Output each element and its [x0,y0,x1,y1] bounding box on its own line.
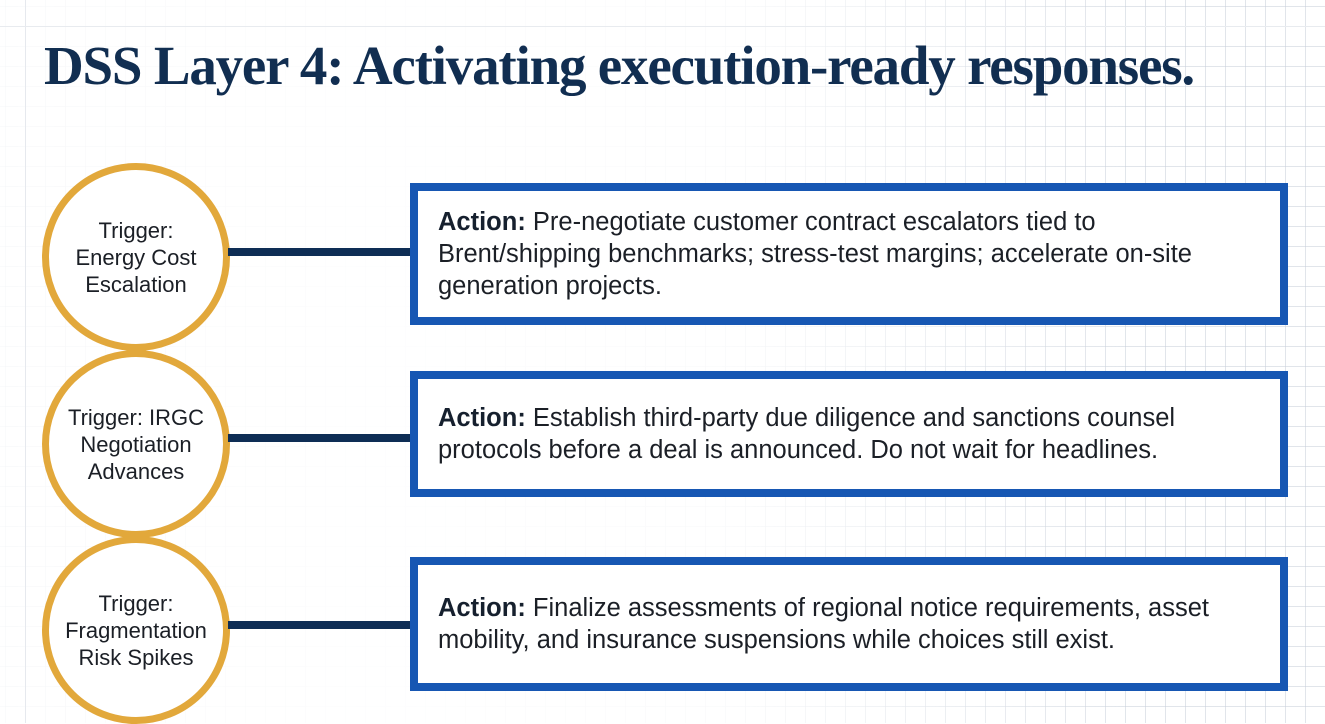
action-description: Action: Establish third-party due dilige… [438,402,1260,466]
action-box-energy-cost: Action: Pre-negotiate customer contract … [410,183,1288,325]
action-label: Action: [438,404,526,432]
action-body: Pre-negotiate customer contract escalato… [438,208,1192,300]
trigger-label: Trigger: IRGC Negotiation Advances [67,404,205,484]
action-box-irgc-negotiation: Action: Establish third-party due dilige… [410,371,1288,497]
action-description: Action: Pre-negotiate customer contract … [438,206,1260,302]
trigger-circle-energy-cost: Trigger: Energy Cost Escalation [42,163,230,351]
action-label: Action: [438,594,526,622]
action-box-fragmentation-risk: Action: Finalize assessments of regional… [410,557,1288,691]
trigger-label: Trigger: Energy Cost Escalation [75,217,197,297]
margin-line-vertical [25,0,26,723]
trigger-label: Trigger: Fragmentation Risk Spikes [65,590,207,670]
action-description: Action: Finalize assessments of regional… [438,592,1260,656]
trigger-circle-irgc-negotiation: Trigger: IRGC Negotiation Advances [42,350,230,538]
page-title: DSS Layer 4: Activating execution-ready … [44,35,1195,96]
margin-line-horizontal [0,26,1325,27]
action-body: Finalize assessments of regional notice … [438,594,1209,654]
connector-line [228,621,412,629]
trigger-circle-fragmentation-risk: Trigger: Fragmentation Risk Spikes [42,536,230,724]
connector-line [228,248,412,256]
action-body: Establish third-party due diligence and … [438,404,1176,464]
action-label: Action: [438,208,526,236]
connector-line [228,434,412,442]
